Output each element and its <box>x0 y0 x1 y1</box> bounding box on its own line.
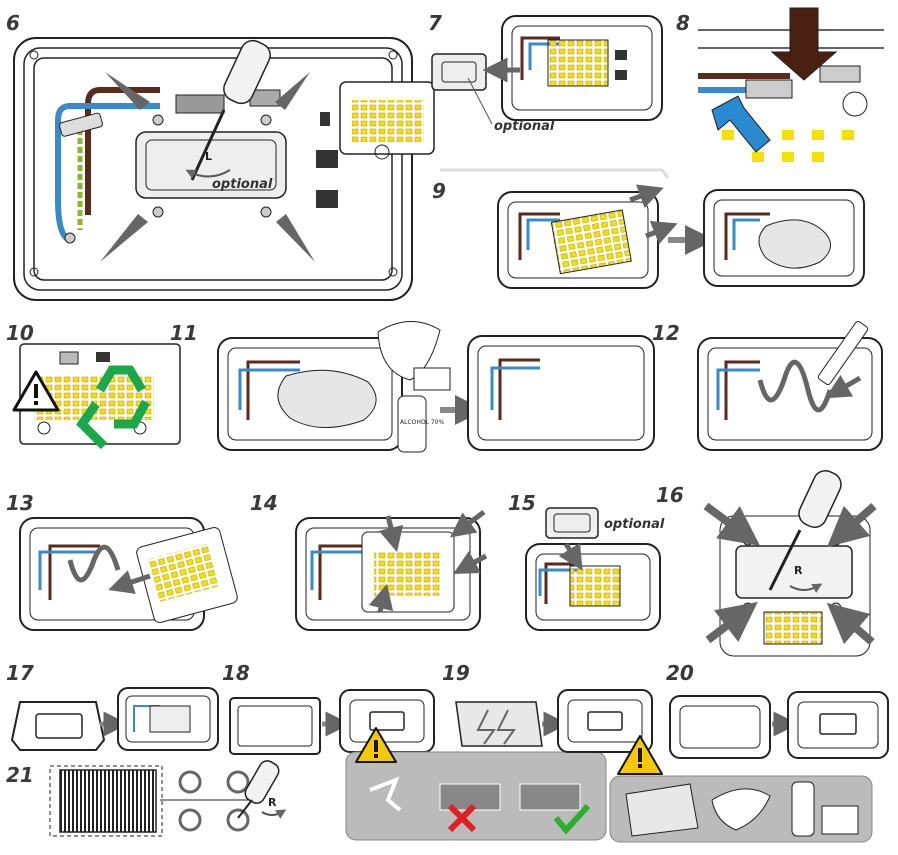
step-12-panel <box>697 320 883 451</box>
cross-icon <box>447 803 477 833</box>
optional-label-15: optional <box>604 517 665 532</box>
step-21-panel: R <box>49 760 287 837</box>
step-12-number: 12 <box>652 321 680 345</box>
step-19-panel <box>455 689 653 753</box>
step-11-number: 11 <box>170 321 198 345</box>
step-10-panel <box>12 343 181 450</box>
screw-right-label-21: R <box>268 796 277 809</box>
step-7-panel: optional <box>431 15 670 179</box>
screwdriver-icon <box>190 39 271 181</box>
step-7-number: 7 <box>428 11 442 35</box>
step-21-number: 21 <box>6 763 34 787</box>
step-8-number: 8 <box>676 11 690 35</box>
step-13-number: 13 <box>6 491 34 515</box>
step-16-number: 16 <box>656 483 684 507</box>
step-11-panel: ALCOHOL 70% <box>217 321 655 453</box>
step-17-number: 17 <box>6 661 34 685</box>
step-14-panel <box>295 510 488 631</box>
step-20-number: 20 <box>666 661 694 685</box>
check-icon <box>553 803 591 835</box>
step-13-panel <box>19 517 238 631</box>
screw-left-label: L <box>205 150 212 163</box>
step-9-panel <box>497 184 865 289</box>
step-18-panel <box>229 689 607 841</box>
step-19-number: 19 <box>442 661 470 685</box>
warning-icon <box>12 370 60 412</box>
step-6-number: 6 <box>6 11 20 35</box>
step-18-number: 18 <box>222 661 250 685</box>
step-8-panel <box>698 7 884 166</box>
step-17-panel <box>10 687 219 751</box>
screw-right-label: R <box>794 564 803 577</box>
step-15-panel: optional <box>525 507 665 631</box>
warning-icon-20 <box>617 735 663 775</box>
step-16-panel: R <box>703 469 877 657</box>
optional-label-7: optional <box>494 119 555 134</box>
step-20-panel <box>609 691 889 843</box>
step-6-panel: optional L <box>13 37 435 301</box>
step-9-number: 9 <box>432 179 446 203</box>
alcohol-label: ALCOHOL 70% <box>400 419 444 426</box>
warning-icon-18 <box>355 727 397 763</box>
optional-label-6: optional <box>212 177 273 192</box>
step-15-number: 15 <box>508 491 536 515</box>
screwdriver-icon-21 <box>237 760 280 819</box>
screwdriver-icon-16 <box>768 469 842 591</box>
step-14-number: 14 <box>250 491 278 515</box>
recycle-icon <box>76 365 150 450</box>
step-10-number: 10 <box>6 321 34 345</box>
